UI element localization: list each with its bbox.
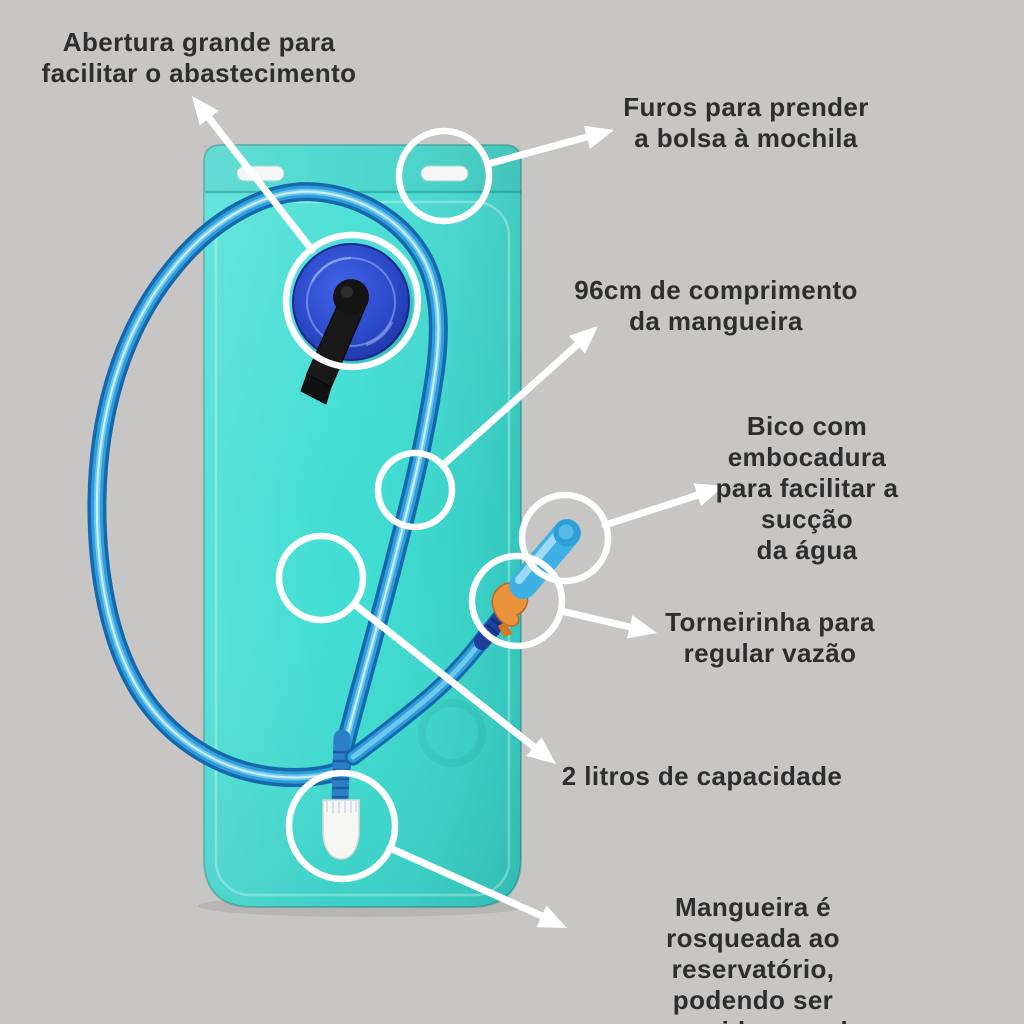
connector-plug <box>322 799 360 860</box>
circle-flow-valve <box>468 552 566 650</box>
label-flow-valve: Torneirinha para regular vazão <box>665 607 875 668</box>
cap-swirl-2 <box>365 321 394 347</box>
attachment-slot-right <box>420 165 469 182</box>
cap-knob <box>333 279 369 315</box>
annotation-arrows <box>192 96 724 928</box>
hose-connector <box>322 799 360 860</box>
circle-bite-valve <box>518 491 612 585</box>
bite-valve-tip-face <box>558 524 574 540</box>
circle-hose <box>374 449 456 531</box>
circle-connector <box>285 769 399 883</box>
annotation-circles <box>275 127 612 883</box>
connector-fringe <box>326 800 357 813</box>
flow-valve-tail <box>498 622 513 637</box>
fill-cap <box>292 243 413 405</box>
hose-loop <box>87 182 448 787</box>
arrow-comprimento <box>439 326 598 469</box>
arrow-abertura <box>192 96 316 254</box>
circle-capacity <box>275 532 367 624</box>
circle-attachment-hole <box>395 127 493 225</box>
label-mouthpiece: Bico com embocadura para facilitar a suc… <box>715 411 899 565</box>
label-hose-length: 96cm de comprimento da mangueira <box>574 275 858 336</box>
label-removable-hose: Mangueira é rosqueada ao reservatório, p… <box>642 892 864 1024</box>
label-large-opening: Abertura grande para facilitar o abastec… <box>41 27 357 88</box>
embossed-logo <box>418 699 486 767</box>
cap-knob-detail <box>341 286 353 298</box>
bite-valve-highlight <box>515 526 565 584</box>
arrow-bico <box>601 483 724 529</box>
circle-fill-cap <box>282 231 422 371</box>
cap-swirl-1 <box>310 256 352 283</box>
label-capacity: 2 litros de capacidade <box>561 761 843 791</box>
arrow-rosqueada <box>386 844 567 928</box>
arrow-furos <box>484 125 614 168</box>
arrow-capacidade <box>350 600 556 764</box>
bite-valve <box>509 519 581 599</box>
cap-lever-hook <box>300 373 332 405</box>
label-attachment-holes: Furos para prender a bolsa à mochila <box>623 92 869 153</box>
arrow-torneirinha <box>557 607 657 639</box>
hose-loop-highlight <box>95 190 440 779</box>
